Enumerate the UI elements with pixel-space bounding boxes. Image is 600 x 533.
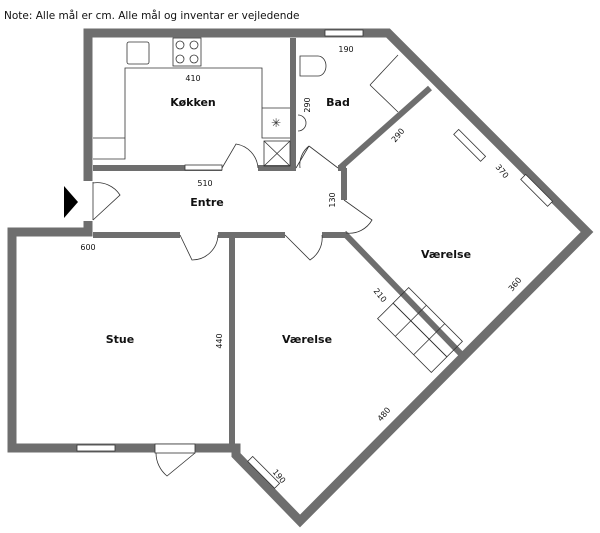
dim-bedroom1-outer: 360 bbox=[507, 276, 524, 293]
bedroom2-door[interactable] bbox=[284, 234, 323, 261]
room-label-hall: Entre bbox=[190, 196, 224, 209]
kitchen-door[interactable] bbox=[221, 143, 259, 169]
wardrobe-icon bbox=[377, 287, 463, 373]
disclaimer-note: Note: Alle mål er cm. Alle mål og invent… bbox=[4, 10, 300, 22]
bedroom1-door[interactable] bbox=[343, 199, 373, 234]
dim-kitchen-width: 410 bbox=[185, 74, 200, 83]
terrace-door[interactable] bbox=[155, 452, 196, 477]
terrace-door-gap bbox=[154, 443, 196, 454]
dim-bedroom2-inner: 210 bbox=[372, 287, 389, 304]
room-label-bedroom2: Værelse bbox=[282, 333, 332, 346]
window bbox=[247, 455, 281, 489]
bath-door[interactable] bbox=[295, 145, 339, 169]
dim-bath-diag: 290 bbox=[390, 127, 407, 144]
stove-icon bbox=[172, 37, 202, 67]
window bbox=[453, 128, 487, 162]
living-door[interactable] bbox=[179, 234, 219, 261]
dim-hall-width: 510 bbox=[197, 179, 212, 188]
washbasin-icon bbox=[297, 114, 307, 132]
room-label-living: Stue bbox=[106, 333, 134, 346]
room-label-bedroom1: Værelse bbox=[421, 248, 471, 261]
shower-icon bbox=[263, 140, 291, 167]
dim-bedroom2-outer: 480 bbox=[376, 406, 393, 423]
window bbox=[184, 164, 223, 171]
dim-bedroom1-window-side: 370 bbox=[494, 163, 511, 180]
room-label-kitchen: Køkken bbox=[170, 96, 216, 109]
window bbox=[520, 173, 554, 207]
fan-icon: ✳ bbox=[271, 116, 281, 130]
sink-icon bbox=[126, 41, 150, 65]
entrance-arrow-icon bbox=[64, 186, 78, 218]
window bbox=[76, 444, 116, 452]
room-label-bath: Bad bbox=[326, 96, 350, 109]
dim-living-height: 440 bbox=[215, 333, 224, 348]
dim-living-width: 600 bbox=[80, 243, 95, 252]
window bbox=[324, 29, 364, 37]
entry-door-gap bbox=[83, 181, 94, 221]
outer-walls bbox=[7, 28, 594, 528]
toilet-icon bbox=[299, 55, 327, 77]
dim-bath-width: 190 bbox=[338, 45, 353, 54]
bathtub-icon bbox=[369, 54, 399, 113]
dim-hall-height: 130 bbox=[328, 192, 337, 207]
entry-door[interactable] bbox=[92, 182, 121, 221]
kitchen-counter bbox=[93, 67, 290, 160]
dim-bath-height: 290 bbox=[303, 97, 312, 112]
interior-walls bbox=[93, 38, 465, 450]
